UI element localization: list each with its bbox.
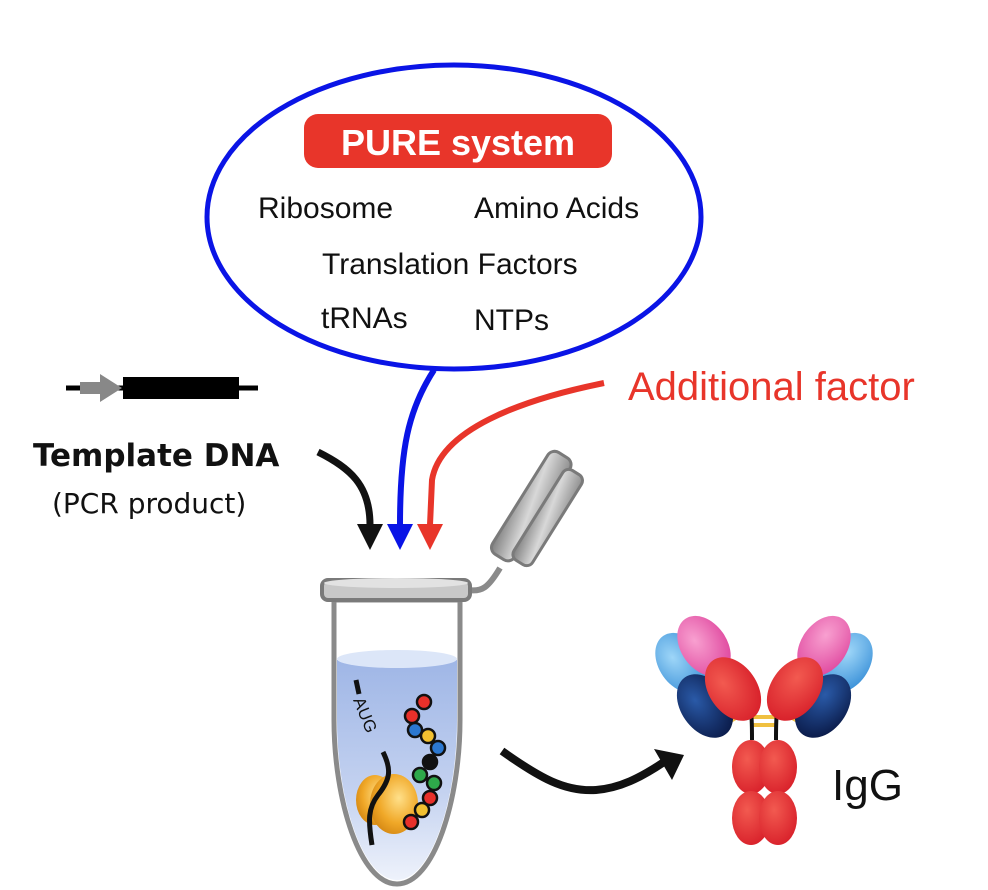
component-ribosome: Ribosome	[258, 192, 393, 225]
pure-system-arrow	[397, 368, 437, 526]
component-translation-factors: Translation Factors	[322, 248, 578, 281]
additional-factor-label: Additional factor	[628, 365, 915, 409]
template-dna-glyph	[66, 374, 258, 402]
pure-system-arrowhead	[387, 524, 413, 550]
fc-ch2-left	[732, 740, 770, 794]
additional-factor-arrow	[427, 380, 605, 526]
fc-ch3-right	[759, 791, 797, 845]
liquid-surface	[337, 650, 457, 668]
component-amino-acids: Amino Acids	[474, 192, 639, 225]
fc-ch2-right	[759, 740, 797, 794]
reaction-tube: AUG	[320, 449, 584, 887]
pure-system-bubble: PURE system Ribosome Amino Acids Transla…	[204, 62, 704, 372]
amino-acid-bead-black	[421, 753, 439, 771]
input-arrows	[316, 368, 605, 550]
amino-acid-bead-blue	[406, 721, 424, 739]
amino-acid-bead-blue	[429, 739, 447, 757]
gene-coding-box	[123, 377, 239, 399]
amino-acid-bead-green	[425, 774, 443, 792]
output-arrowhead	[654, 749, 684, 780]
template-dna-subtitle: (PCR product)	[52, 487, 246, 520]
fc-ch3-left	[732, 791, 770, 845]
lid-front-disc	[511, 467, 584, 568]
heavy-chain-ch1-right	[766, 657, 824, 721]
igg-antibody	[655, 615, 873, 845]
reaction-liquid	[337, 660, 457, 880]
nascent-peptide-chain	[402, 693, 447, 831]
template-dna-arrow	[316, 448, 374, 526]
tube-rim-top	[324, 578, 468, 588]
lid-hinge	[467, 566, 503, 594]
pure-system-title: PURE system	[341, 122, 575, 163]
amino-acid-bead-red	[403, 707, 421, 725]
additional-factor-arrowhead	[417, 524, 443, 550]
tube-lid	[467, 449, 584, 594]
mrna-5prime-mark	[353, 679, 362, 695]
template-dna-arrowhead	[357, 524, 383, 550]
component-ntps: NTPs	[474, 304, 549, 337]
template-dna-title: Template DNA	[33, 438, 279, 474]
amino-acid-bead-red	[421, 789, 439, 807]
amino-acid-bead-green	[411, 766, 429, 784]
heavy-chain-ch1-left	[704, 657, 762, 721]
amino-acid-bead-red	[402, 813, 420, 831]
amino-acid-bead-yellow	[419, 727, 437, 745]
mrna-strand	[367, 750, 392, 846]
igg-label: IgG	[832, 761, 903, 810]
amino-acid-bead-red	[415, 693, 433, 711]
component-trnas: tRNAs	[321, 302, 408, 335]
output-arrow	[499, 747, 684, 795]
promoter-arrow-icon	[80, 374, 122, 402]
pure-system-badge	[304, 114, 612, 168]
amino-acid-bead-yellow	[413, 801, 431, 819]
output-arrow-shaft	[499, 747, 667, 795]
